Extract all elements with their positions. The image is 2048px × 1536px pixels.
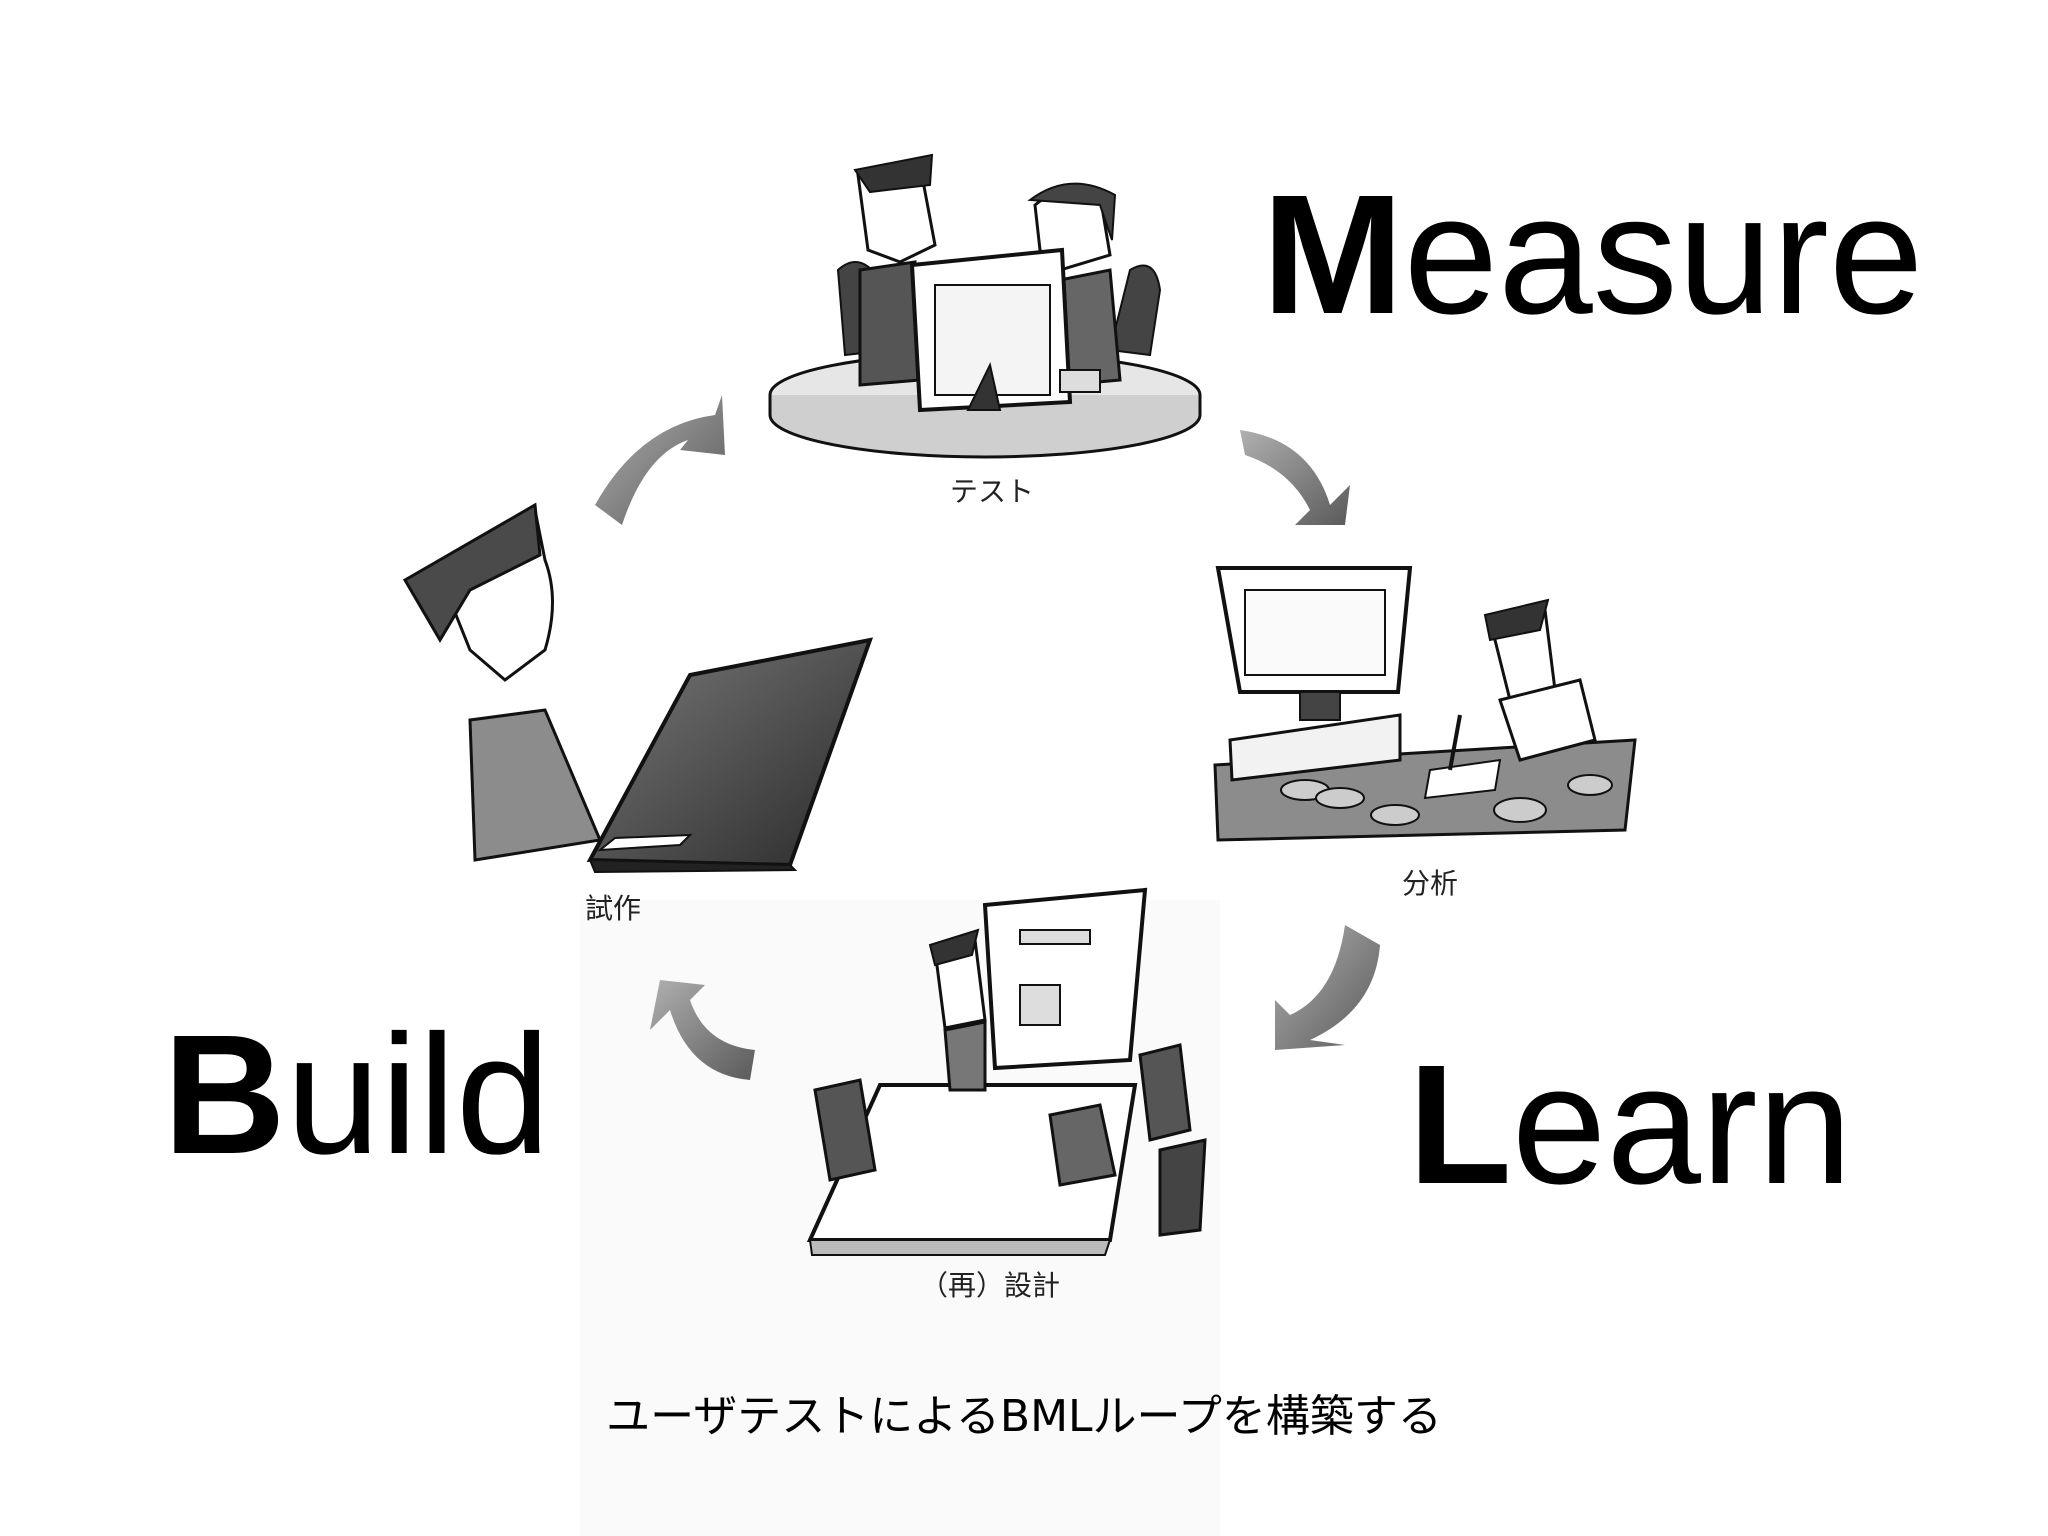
test-illustration bbox=[768, 153, 1202, 459]
analysis-illustration bbox=[1213, 566, 1637, 842]
arrow-analysis-to-design bbox=[1275, 925, 1380, 1050]
measure-initial: M bbox=[1262, 160, 1404, 350]
arrow-build-to-test bbox=[595, 395, 725, 525]
slide-caption: ユーザテストによるBMLループを構築する bbox=[606, 1391, 1442, 1442]
learn-initial: L bbox=[1408, 1030, 1512, 1220]
build-rest: uild bbox=[285, 1000, 551, 1190]
arrow-test-to-analysis bbox=[1240, 430, 1350, 525]
step-label-test: テスト bbox=[950, 475, 1035, 508]
build-heading: Build bbox=[163, 1010, 550, 1180]
prototype-illustration bbox=[402, 502, 874, 874]
step-label-prototype: 試作 bbox=[585, 892, 642, 925]
arrow-design-to-build bbox=[650, 980, 755, 1080]
learn-rest: earn bbox=[1511, 1030, 1853, 1220]
learn-heading: Learn bbox=[1408, 1040, 1852, 1210]
step-label-analysis: 分析 bbox=[1402, 867, 1459, 900]
build-initial: B bbox=[163, 1000, 286, 1190]
step-label-design: （再）設計 bbox=[920, 1269, 1061, 1302]
measure-rest: easure bbox=[1403, 160, 1924, 350]
measure-heading: Measure bbox=[1262, 170, 1923, 340]
design-illustration bbox=[806, 887, 1207, 1256]
